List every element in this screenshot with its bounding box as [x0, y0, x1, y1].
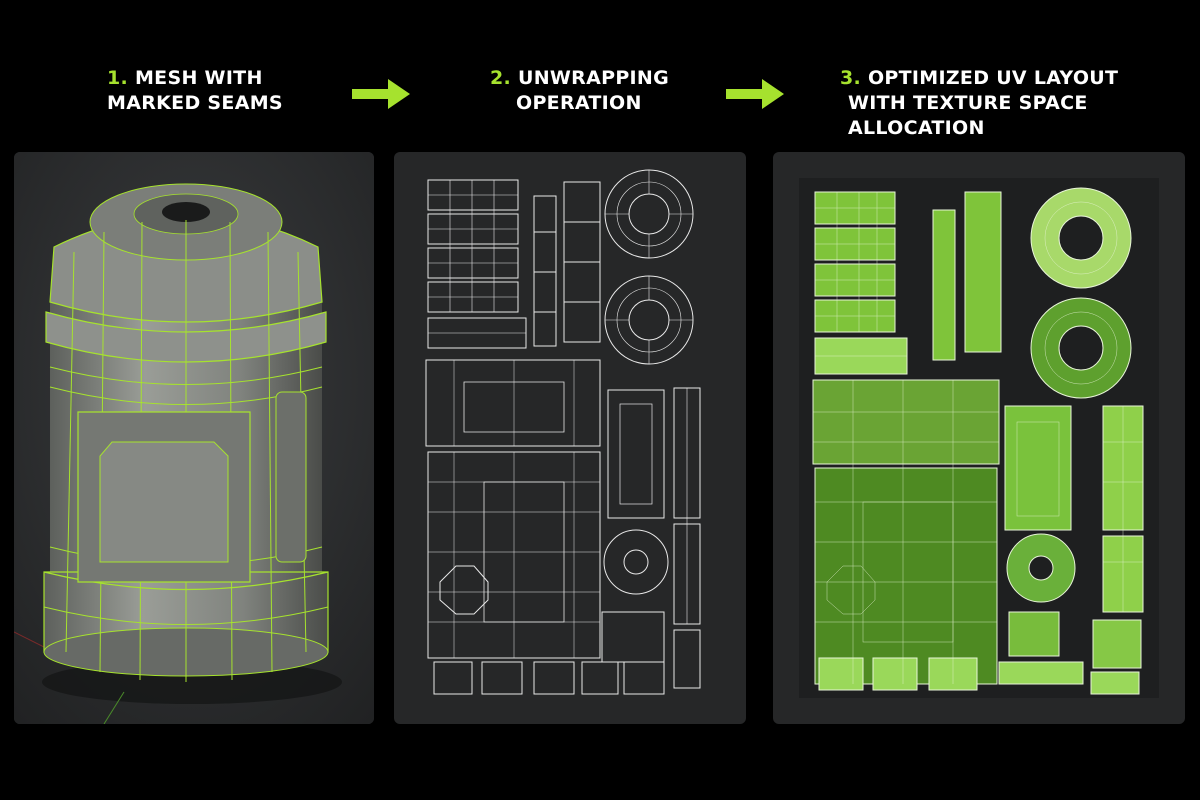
step-3-heading: 3. OPTIMIZED UV LAYOUT WITH TEXTURE SPAC… — [840, 66, 1200, 141]
step-3-line1: OPTIMIZED UV LAYOUT — [867, 67, 1119, 89]
uv-layout-packed — [799, 178, 1159, 698]
step-1-heading: 1. MESH WITH MARKED SEAMS — [107, 66, 283, 116]
uv-islands-wireframe — [425, 169, 701, 695]
step-2-line2: OPERATION — [516, 92, 642, 114]
cylinder-mesh-illustration — [14, 152, 374, 724]
right-arrow-icon — [352, 79, 410, 109]
step-1-line2: MARKED SEAMS — [107, 92, 283, 114]
step-2-heading: 2. UNWRAPPING OPERATION — [490, 66, 669, 116]
step-1-line1: MESH WITH — [134, 67, 263, 89]
right-arrow-icon — [726, 79, 784, 109]
step-3-line2: WITH TEXTURE SPACE ALLOCATION — [848, 92, 1088, 139]
unwrapped-uv-panel — [394, 152, 746, 724]
mesh-panel — [14, 152, 374, 724]
step-2-line1: UNWRAPPING — [517, 67, 670, 89]
optimized-uv-panel — [773, 152, 1185, 724]
step-1-number: 1. — [107, 67, 129, 89]
step-3-number: 3. — [840, 67, 862, 89]
step-2-number: 2. — [490, 67, 512, 89]
